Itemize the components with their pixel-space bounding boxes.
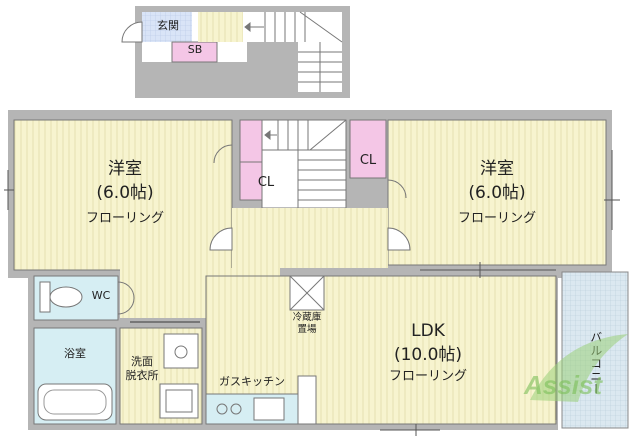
fridge-label-1: 冷蔵庫 xyxy=(292,312,322,323)
western-right-name: 洋室 xyxy=(480,159,514,179)
assist-watermark-logo: Assist xyxy=(523,334,628,402)
western-right-size: (6.0帖) xyxy=(468,183,526,203)
closet-right xyxy=(349,119,387,179)
stairs-main xyxy=(262,119,347,208)
kitchen-label: ガスキッチン xyxy=(219,375,285,388)
door-left-room xyxy=(209,227,233,251)
washroom-label-1: 洗面 xyxy=(131,355,153,368)
western-room-left xyxy=(13,119,233,271)
genkan-label: 玄関 xyxy=(157,19,179,32)
closet-left-label: CL xyxy=(257,175,275,190)
entrance-section xyxy=(121,6,350,98)
wc-label: WC xyxy=(91,289,111,302)
fridge-label-2: 置場 xyxy=(297,324,317,335)
ldk-name: LDK xyxy=(411,321,445,341)
stairs-upper xyxy=(244,11,343,92)
washroom-label-2: 脱衣所 xyxy=(125,369,159,382)
svg-text:Assist: Assist xyxy=(523,370,603,400)
ldk-floor: フローリング xyxy=(388,369,467,384)
western-left-floor: フローリング xyxy=(85,211,164,226)
shoe-box xyxy=(171,41,218,63)
western-left-name: 洋室 xyxy=(108,159,142,179)
western-room-right xyxy=(387,119,607,266)
genkan-floor xyxy=(142,12,192,42)
sink xyxy=(163,333,199,369)
door-right-room xyxy=(387,227,411,251)
ldk-size: (10.0帖) xyxy=(393,345,463,365)
entrance-door xyxy=(121,21,143,43)
western-left-size: (6.0帖) xyxy=(96,183,154,203)
closet-right-label: CL xyxy=(359,153,377,168)
western-right-floor: フローリング xyxy=(457,211,536,226)
sb-label: SB xyxy=(187,43,203,56)
bath-label: 浴室 xyxy=(64,347,86,360)
